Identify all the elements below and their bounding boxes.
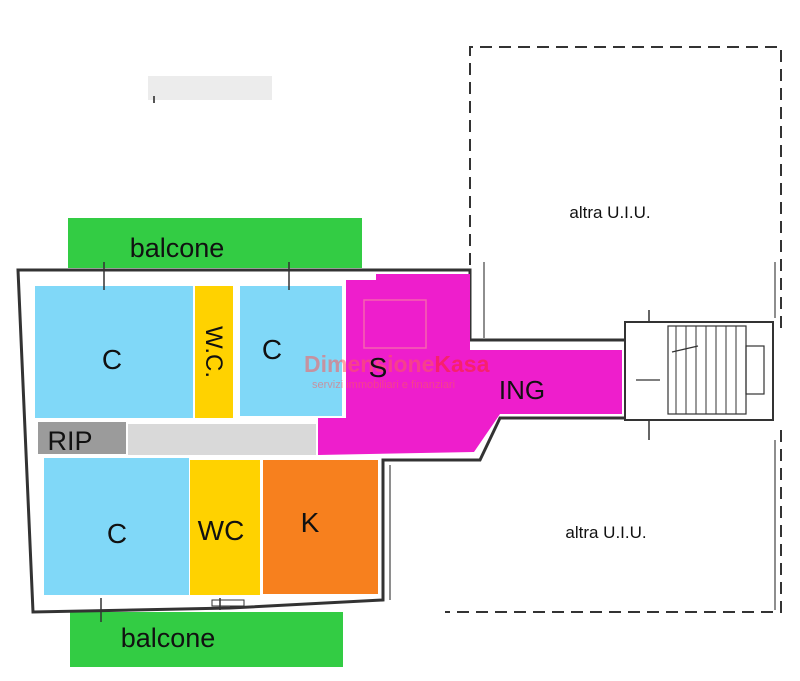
label-ing: ING xyxy=(499,375,545,405)
room-ingresso xyxy=(318,274,622,455)
label-c-bottom: C xyxy=(107,518,127,549)
blurred-text-area xyxy=(148,76,272,100)
scan-mark xyxy=(153,96,155,103)
stairwell xyxy=(624,321,774,421)
label-neighbor-bottom: altra U.I.U. xyxy=(565,523,646,542)
room-wc-top xyxy=(195,286,233,418)
watermark-tagline: servizi immobiliari e finanziari xyxy=(312,379,455,391)
svg-text:DimensioneKasa: DimensioneKasa xyxy=(304,351,490,377)
watermark: DimensioneKasa servizi immobiliari e fin… xyxy=(304,299,490,391)
room-wc-bottom xyxy=(190,460,260,595)
neighbor-wall-lines xyxy=(384,262,776,610)
room-c-top-left xyxy=(35,286,193,418)
label-k: K xyxy=(301,507,320,538)
balcone-bottom xyxy=(70,612,343,667)
room-c-top-right xyxy=(240,286,342,416)
label-c-top-right: C xyxy=(262,334,282,365)
balcone-top xyxy=(68,218,362,268)
room-cucina xyxy=(263,460,378,594)
window-marks xyxy=(100,262,650,622)
label-wc-bottom: WC xyxy=(198,515,245,546)
neighbor-unit-top-outline xyxy=(469,46,782,330)
label-rip: RIP xyxy=(47,426,92,456)
corridor xyxy=(128,424,316,455)
label-balcone-top: balcone xyxy=(130,233,225,263)
watermark-name-part1: Dimensione xyxy=(304,351,434,377)
label-s: S xyxy=(369,352,388,383)
label-neighbor-top: altra U.I.U. xyxy=(569,203,650,222)
label-c-top-left: C xyxy=(102,344,122,375)
room-ripostiglio xyxy=(38,422,126,454)
label-wc-top: W.C. xyxy=(200,326,227,378)
label-balcone-bottom: balcone xyxy=(121,623,216,653)
door-threshold-bottom xyxy=(211,599,245,607)
room-c-bottom xyxy=(44,458,189,595)
watermark-name-part2: Kasa xyxy=(434,351,489,377)
neighbor-unit-bottom-outline xyxy=(445,430,782,613)
